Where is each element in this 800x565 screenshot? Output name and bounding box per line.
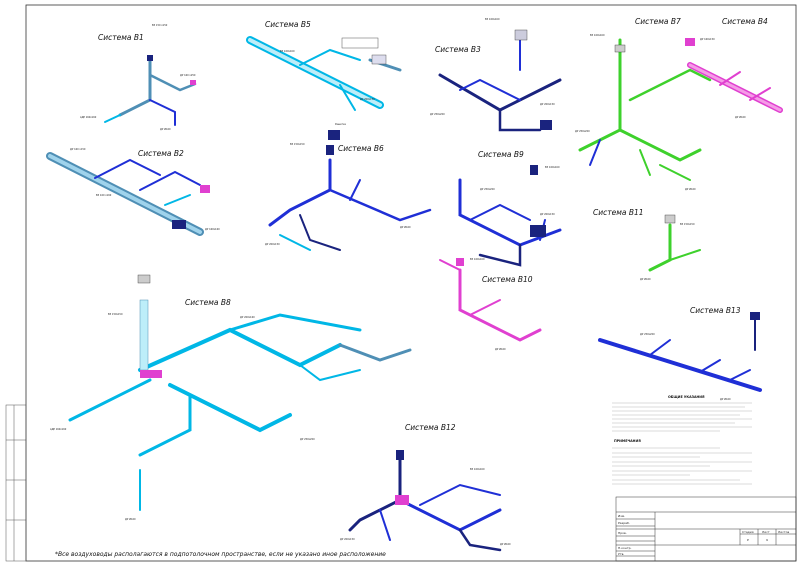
system-v1-diagram: Система В1 ВЗ 150 х150 ДУ 160 х250 АДР 1… [80, 24, 197, 131]
system-v7-title: Система В7 [635, 17, 681, 26]
svg-text:ДУ Ø160: ДУ Ø160 [500, 543, 511, 546]
notes-block: ОБЩИЕ УКАЗАНИЯ ПРИМЕЧАНИЯ [612, 395, 752, 485]
system-v4-diagram: Система В4 ДУ 160х150 ДУ Ø160 [685, 17, 783, 119]
svg-text:АДР 160х160: АДР 160х160 [50, 428, 67, 431]
system-v7-labels: ВЗ 160х160 ДУ 250х200 ДУ Ø160 [575, 34, 696, 191]
general-notes-heading: ОБЩИЕ УКАЗАНИЯ [668, 395, 705, 399]
system-v9-title: Система В9 [478, 150, 524, 159]
stamp-row-label-2: Пров. [618, 531, 627, 535]
stamp-stage-value: Р [747, 538, 749, 542]
svg-text:ДУ 160х160: ДУ 160х160 [205, 228, 220, 231]
system-v2-labels: ДУ 160 х150 ВЗ 160 х160 ДУ 160х160 [70, 148, 220, 231]
svg-text:ДУ 200х150: ДУ 200х150 [360, 98, 375, 101]
svg-text:ДУ 200х150: ДУ 200х150 [540, 103, 555, 106]
system-v13-labels: ДУ 250х200 ДУ Ø160 [640, 333, 731, 401]
svg-text:ДУ Ø160: ДУ Ø160 [400, 226, 411, 229]
svg-text:ВЗ 160х160: ВЗ 160х160 [280, 50, 295, 53]
svg-text:ДУ 160 х250: ДУ 160 х250 [180, 74, 196, 77]
svg-text:ВЗ 150х150: ВЗ 150х150 [680, 223, 695, 226]
system-v3-title: Система В3 [435, 45, 481, 54]
system-v10-title: Система В10 [482, 275, 533, 284]
stamp-row-label-1: Разраб. [618, 521, 630, 525]
svg-text:ДУ 200х160: ДУ 200х160 [240, 316, 255, 319]
sheet-frame [25, 4, 797, 562]
system-v1-labels: ВЗ 150 х150 ДУ 160 х250 АДР 160х160 ДУ Ø… [80, 24, 196, 131]
system-v4-labels: ДУ 160х150 ДУ Ø160 [700, 38, 746, 119]
system-v3-diagram: Система В3 ВЗ 160х160 ДУ 250х200 ДУ 200х… [430, 18, 562, 132]
svg-text:ДУ Ø160: ДУ Ø160 [495, 348, 506, 351]
svg-text:ДУ 200х150: ДУ 200х150 [265, 243, 280, 246]
svg-text:ДУ 250х200: ДУ 250х200 [480, 188, 495, 191]
svg-text:ДУ Ø160: ДУ Ø160 [720, 398, 731, 401]
svg-text:ДУ Ø160: ДУ Ø160 [160, 128, 171, 131]
system-v6-title: Система В6 [338, 144, 384, 153]
system-v12-labels: ВЗ 160х160 ДУ 200х150 ДУ Ø160 [340, 468, 511, 546]
system-v9-labels: ДУ 250х200 ДУ 200х150 ВЗ 160х160 [480, 166, 560, 216]
svg-text:ДУ 160 х150: ДУ 160 х150 [70, 148, 86, 151]
svg-text:ДУ Ø160: ДУ Ø160 [685, 188, 696, 191]
system-v8-labels: ВЗ 150х150 ДУ 200х160 ДУ 250х200 АДР 160… [50, 313, 315, 521]
svg-text:ДУ 250х200: ДУ 250х200 [300, 438, 315, 441]
system-v1-title: Система В1 [98, 33, 144, 42]
system-v7-diagram: Система В7 ВЗ 160х160 ДУ 250х200 ДУ Ø160 [575, 17, 712, 191]
system-v13-title: Система В13 [690, 306, 741, 315]
stamp-col-label-stage: Стадия [742, 530, 754, 534]
system-v11-labels: ВЗ 150х150 ДУ Ø160 [640, 223, 695, 281]
system-v12-title: Система В12 [405, 423, 456, 432]
svg-text:ВЗ 150 х150: ВЗ 150 х150 [152, 24, 168, 27]
svg-text:ДУ 250х200: ДУ 250х200 [575, 130, 590, 133]
svg-text:ДУ 160х150: ДУ 160х150 [700, 38, 715, 41]
system-v11-title: Система В11 [593, 208, 644, 217]
stamp-row-label-0: Изм. [618, 514, 625, 518]
title-block [615, 496, 797, 562]
svg-text:ДУ 200х150: ДУ 200х150 [540, 213, 555, 216]
system-v2-diagram: Система В2 ДУ 160 х150 ВЗ 160 х160 ДУ 16… [46, 148, 220, 236]
system-v10-labels: ВЗ 160х160 ДУ Ø160 [470, 258, 506, 351]
system-v9-diagram: Система В9 ДУ 250х200 ДУ 200х150 ВЗ 160х… [458, 150, 562, 267]
remarks-text [612, 447, 752, 485]
remarks-heading: ПРИМЕЧАНИЯ [614, 439, 641, 443]
stamp-row-label-4: Утв. [618, 552, 624, 556]
svg-text:ДУ 250х200: ДУ 250х200 [430, 113, 445, 116]
svg-text:ВЗ 160х160: ВЗ 160х160 [470, 258, 485, 261]
system-v6-diagram: Система В6 ВЗ 150х150 ДУ 200х150 ДУ Ø160 [265, 143, 432, 251]
system-v2-title: Система В2 [138, 149, 184, 158]
stamp-sheet-value: 9 [766, 538, 768, 542]
system-v12-diagram: Система В12 ВЗ 160х160 ДУ 200х150 ДУ Ø16… [340, 423, 511, 552]
system-v3-labels: ВЗ 160х160 ДУ 250х200 ДУ 200х150 [430, 18, 555, 116]
svg-text:ВЗ 150х150: ВЗ 150х150 [290, 143, 305, 146]
svg-text:ДУ Ø160: ДУ Ø160 [125, 518, 136, 521]
system-v5-labels: ВЗ 160х160 ДУ 200х150 Решетка [280, 50, 375, 126]
system-v11-diagram: Система В11 ВЗ 150х150 ДУ Ø160 [593, 208, 701, 281]
svg-text:ВЗ 160 х160: ВЗ 160 х160 [96, 194, 112, 197]
general-notes-text [612, 402, 752, 432]
svg-text:ВЗ 160х160: ВЗ 160х160 [545, 166, 560, 169]
system-v5-title: Система В5 [265, 20, 311, 29]
svg-text:ВЗ 150х150: ВЗ 150х150 [108, 313, 123, 316]
system-v5-diagram: Система В5 ВЗ 160х160 ДУ 200х150 Решетка [246, 20, 402, 140]
left-binding-strip [5, 404, 27, 562]
svg-text:ВЗ 160х160: ВЗ 160х160 [470, 468, 485, 471]
system-v8-title: Система В8 [185, 298, 231, 307]
svg-text:ДУ 250х200: ДУ 250х200 [640, 333, 655, 336]
svg-text:Решетка: Решетка [335, 123, 346, 126]
stamp-col-label-sheets: Листов [778, 530, 789, 534]
svg-text:ДУ Ø160: ДУ Ø160 [735, 116, 746, 119]
svg-text:ДУ Ø160: ДУ Ø160 [640, 278, 651, 281]
svg-text:ДУ 200х150: ДУ 200х150 [340, 538, 355, 541]
system-v4-title: Система В4 [722, 17, 768, 26]
footer-note: *Все воздуховоды располагаются в подпото… [55, 551, 386, 558]
svg-text:ВЗ 160х160: ВЗ 160х160 [590, 34, 605, 37]
system-v6-labels: ВЗ 150х150 ДУ 200х150 ДУ Ø160 [265, 143, 411, 246]
system-v10-diagram: Система В10 ВЗ 160х160 ДУ Ø160 [439, 258, 542, 351]
system-v13-diagram: Система В13 ДУ 250х200 ДУ Ø160 [598, 306, 762, 401]
svg-text:ВЗ 160х160: ВЗ 160х160 [485, 18, 500, 21]
title-block-labels: Изм. Разраб. Пров. Н.контр. Утв. Стадия … [618, 514, 789, 556]
stamp-col-label-sheet: Лист [762, 530, 770, 534]
svg-text:АДР 160х160: АДР 160х160 [80, 116, 97, 119]
stamp-row-label-3: Н.контр. [618, 546, 631, 550]
system-v8-diagram: Система В8 ВЗ 150х150 ДУ 200х160 ДУ 250х… [50, 274, 412, 521]
